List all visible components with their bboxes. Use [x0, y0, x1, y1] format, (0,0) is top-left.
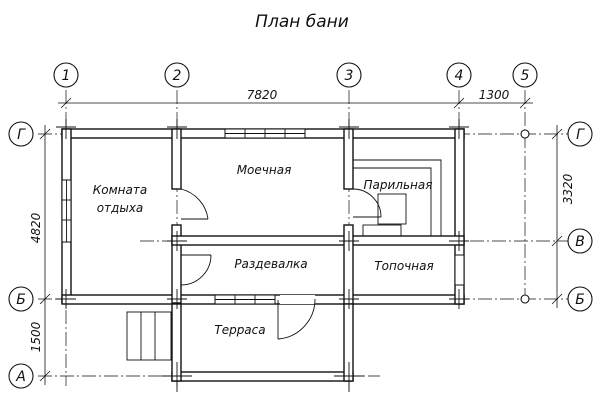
axis-label-1: 1: [62, 68, 71, 84]
room-rest-line1: Комната: [93, 183, 147, 197]
axis-bubbles-columns: [53, 62, 538, 88]
axis-label-g-left: Г: [17, 127, 26, 143]
axis-label-2: 2: [173, 68, 182, 84]
dim-g-b: 4820: [29, 212, 43, 243]
room-wash: Моечная: [237, 163, 292, 177]
axis-label-v-right: В: [575, 234, 585, 250]
room-rest-line2: отдыха: [97, 201, 144, 215]
dimension-lines: [39, 97, 563, 385]
windows: [61, 128, 465, 305]
log-crosses: [56, 119, 469, 392]
axis-label-g-right: Г: [576, 127, 585, 143]
dim-4-5: 1300: [479, 88, 510, 102]
room-terrace: Терраса: [214, 323, 265, 337]
room-dressing: Раздевалка: [234, 257, 307, 271]
dim-1-4: 7820: [247, 88, 278, 102]
steam-room-fixtures: [353, 159, 442, 237]
axis-label-b-left: Б: [16, 292, 26, 308]
dim-b-a: 1500: [29, 321, 43, 352]
axis-label-4: 4: [455, 68, 464, 84]
axis-label-a-left: А: [15, 369, 26, 385]
plan-title: План бани: [255, 12, 349, 32]
room-steam: Парильная: [364, 178, 433, 192]
axis-label-b-right: Б: [575, 292, 585, 308]
axis-label-5: 5: [521, 68, 530, 84]
axis-bubbles-rows: [8, 121, 593, 389]
room-furnace: Топочная: [374, 259, 433, 273]
dim-g-v: 3320: [561, 173, 575, 204]
terrace-steps: [126, 311, 172, 361]
axis5-posts: [520, 129, 530, 304]
doors: [180, 188, 382, 340]
axis-label-3: 3: [345, 68, 354, 84]
